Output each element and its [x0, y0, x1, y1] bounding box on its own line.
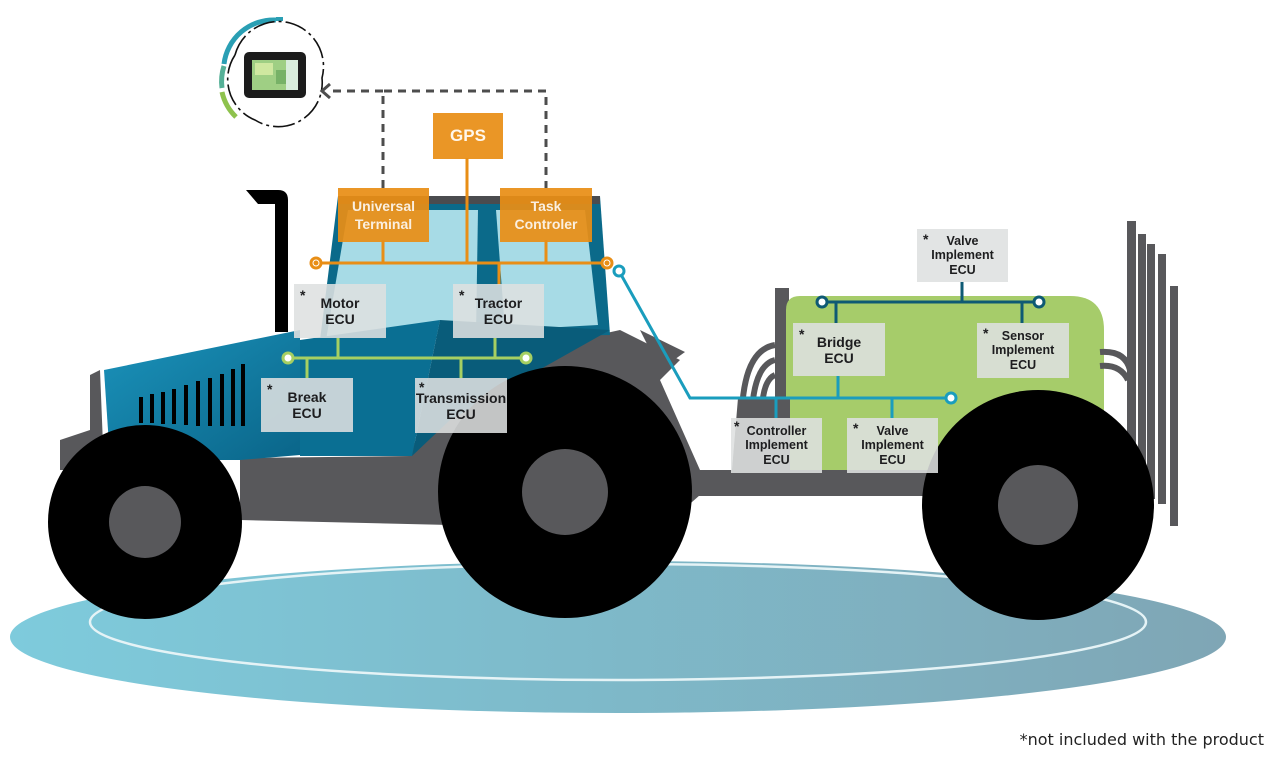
controller-implement-ecu-node: * Controller Implement ECU [731, 418, 822, 473]
sensor-label-line2: Implement [991, 343, 1055, 358]
break-ecu-label-line2: ECU [292, 405, 322, 421]
sensor-label-line1: Sensor [1001, 328, 1045, 343]
controller-label-line3: ECU [763, 452, 790, 467]
break-ecu-node: * Break ECU [261, 378, 353, 432]
valve-implement-ecu-top-node: * Valve Implement ECU [917, 229, 1008, 282]
sensor-label-line3: ECU [1009, 357, 1037, 372]
valve-bottom-label-line2: Implement [861, 438, 924, 453]
bus-terminator-icon [313, 260, 610, 266]
bridge-ecu-label-line2: ECU [824, 349, 854, 366]
orange-bus [309, 158, 614, 285]
valve-bottom-label-line3: ECU [879, 452, 906, 467]
valve-implement-ecu-bottom-node: * Valve Implement ECU [847, 418, 938, 473]
implement-bus [815, 282, 1046, 323]
sensor-implement-ecu-node: * Sensor Implement ECU [977, 323, 1069, 378]
task-controller-label-line2: Controler [514, 216, 578, 232]
front-wheel [48, 425, 242, 619]
not-included-asterisk: * [983, 325, 989, 341]
tractor-ecu-label-line2: ECU [483, 311, 514, 327]
arrow-head-icon [319, 82, 331, 100]
not-included-asterisk: * [419, 379, 425, 395]
tractor-ecu-node: * Tractor ECU [453, 284, 544, 338]
tractor-ecu-label-line1: Tractor [474, 295, 523, 311]
universal-terminal-label-line2: Terminal [354, 216, 413, 232]
not-included-asterisk: * [267, 381, 273, 397]
isobus-line [612, 264, 958, 418]
gps-node: GPS [433, 113, 503, 159]
not-included-asterisk: * [459, 287, 465, 303]
not-included-asterisk: * [799, 326, 805, 342]
green-bus [281, 338, 533, 378]
terminal-link-dashed [330, 89, 548, 188]
footnote: *not included with the product [1019, 730, 1264, 749]
transmission-ecu-label-line2: ECU [446, 405, 476, 422]
motor-ecu-label-line2: ECU [325, 311, 355, 327]
valve-top-label-line2: Implement [931, 248, 994, 263]
transmission-ecu-node: * Transmission ECU [415, 378, 507, 433]
terminal-display-icon [219, 17, 325, 128]
task-controller-label-line1: Task [530, 198, 562, 214]
valve-top-label-line1: Valve [946, 233, 979, 248]
exhaust-pipe [246, 190, 288, 332]
controller-label-line2: Implement [745, 438, 808, 453]
hood-vents [139, 364, 245, 426]
bridge-ecu-label-line1: Bridge [816, 333, 862, 350]
motor-ecu-label-line1: Motor [320, 295, 360, 311]
gps-label: GPS [450, 126, 486, 145]
not-included-asterisk: * [734, 418, 740, 434]
valve-top-label-line3: ECU [949, 262, 976, 277]
transmission-ecu-label-line1: Transmission [415, 389, 507, 406]
bridge-ecu-node: * Bridge ECU [793, 323, 885, 376]
motor-ecu-node: * Motor ECU [294, 284, 386, 338]
task-controller-node: Task Controler [500, 188, 592, 242]
break-ecu-label-line1: Break [287, 389, 327, 405]
not-included-asterisk: * [300, 287, 306, 303]
not-included-asterisk: * [923, 231, 929, 247]
universal-terminal-label-line1: Universal [351, 198, 416, 214]
controller-label-line1: Controller [746, 423, 807, 438]
universal-terminal-node: Universal Terminal [338, 188, 429, 242]
not-included-asterisk: * [853, 420, 859, 436]
valve-bottom-label-line1: Valve [876, 423, 909, 438]
implement-wheel [922, 390, 1154, 620]
